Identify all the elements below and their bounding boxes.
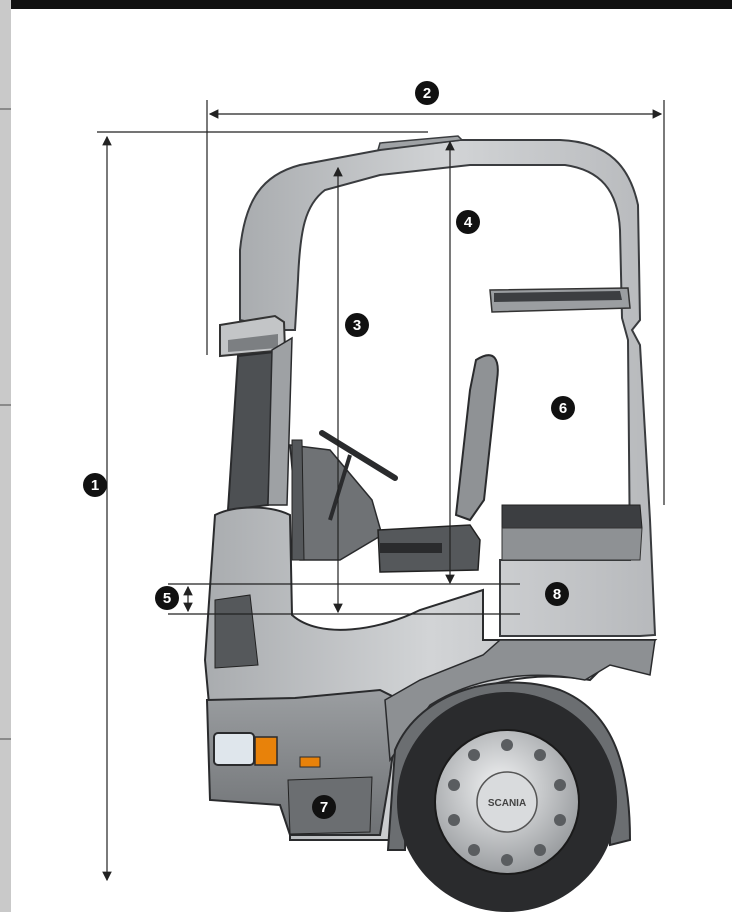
callout-5: 5 (155, 586, 179, 610)
callout-3: 3 (345, 313, 369, 337)
side-marker-light (299, 756, 321, 768)
callout-7: 7 (312, 795, 336, 819)
seat-controls (380, 543, 442, 553)
callout-2: 2 (415, 81, 439, 105)
edge-tick (0, 738, 11, 740)
callout-8: 8 (545, 582, 569, 606)
front-wheel: SCANIA (386, 681, 632, 912)
hub-brand-text: SCANIA (488, 798, 526, 809)
svg-text:5: 5 (163, 590, 171, 607)
svg-text:7: 7 (320, 799, 328, 816)
callout-6: 6 (551, 396, 575, 420)
edge-tick (0, 108, 11, 110)
callout-4: 4 (456, 210, 480, 234)
rear-shelf (489, 287, 643, 561)
svg-text:8: 8 (553, 586, 561, 603)
indicator-light (254, 736, 278, 766)
a-pillar (267, 336, 293, 506)
page-edge-strip (0, 0, 11, 912)
svg-text:4: 4 (464, 214, 473, 231)
edge-tick (0, 404, 11, 406)
svg-text:1: 1 (91, 477, 99, 494)
svg-text:6: 6 (559, 400, 567, 417)
dimension-lines (97, 100, 665, 882)
top-bar (0, 0, 732, 9)
svg-text:2: 2 (423, 85, 431, 102)
callout-1: 1 (83, 473, 107, 497)
svg-text:3: 3 (353, 317, 361, 334)
headlamp (213, 732, 321, 768)
cab-frame (239, 135, 657, 637)
driver-seat (377, 354, 499, 573)
side-mirror (219, 314, 287, 358)
